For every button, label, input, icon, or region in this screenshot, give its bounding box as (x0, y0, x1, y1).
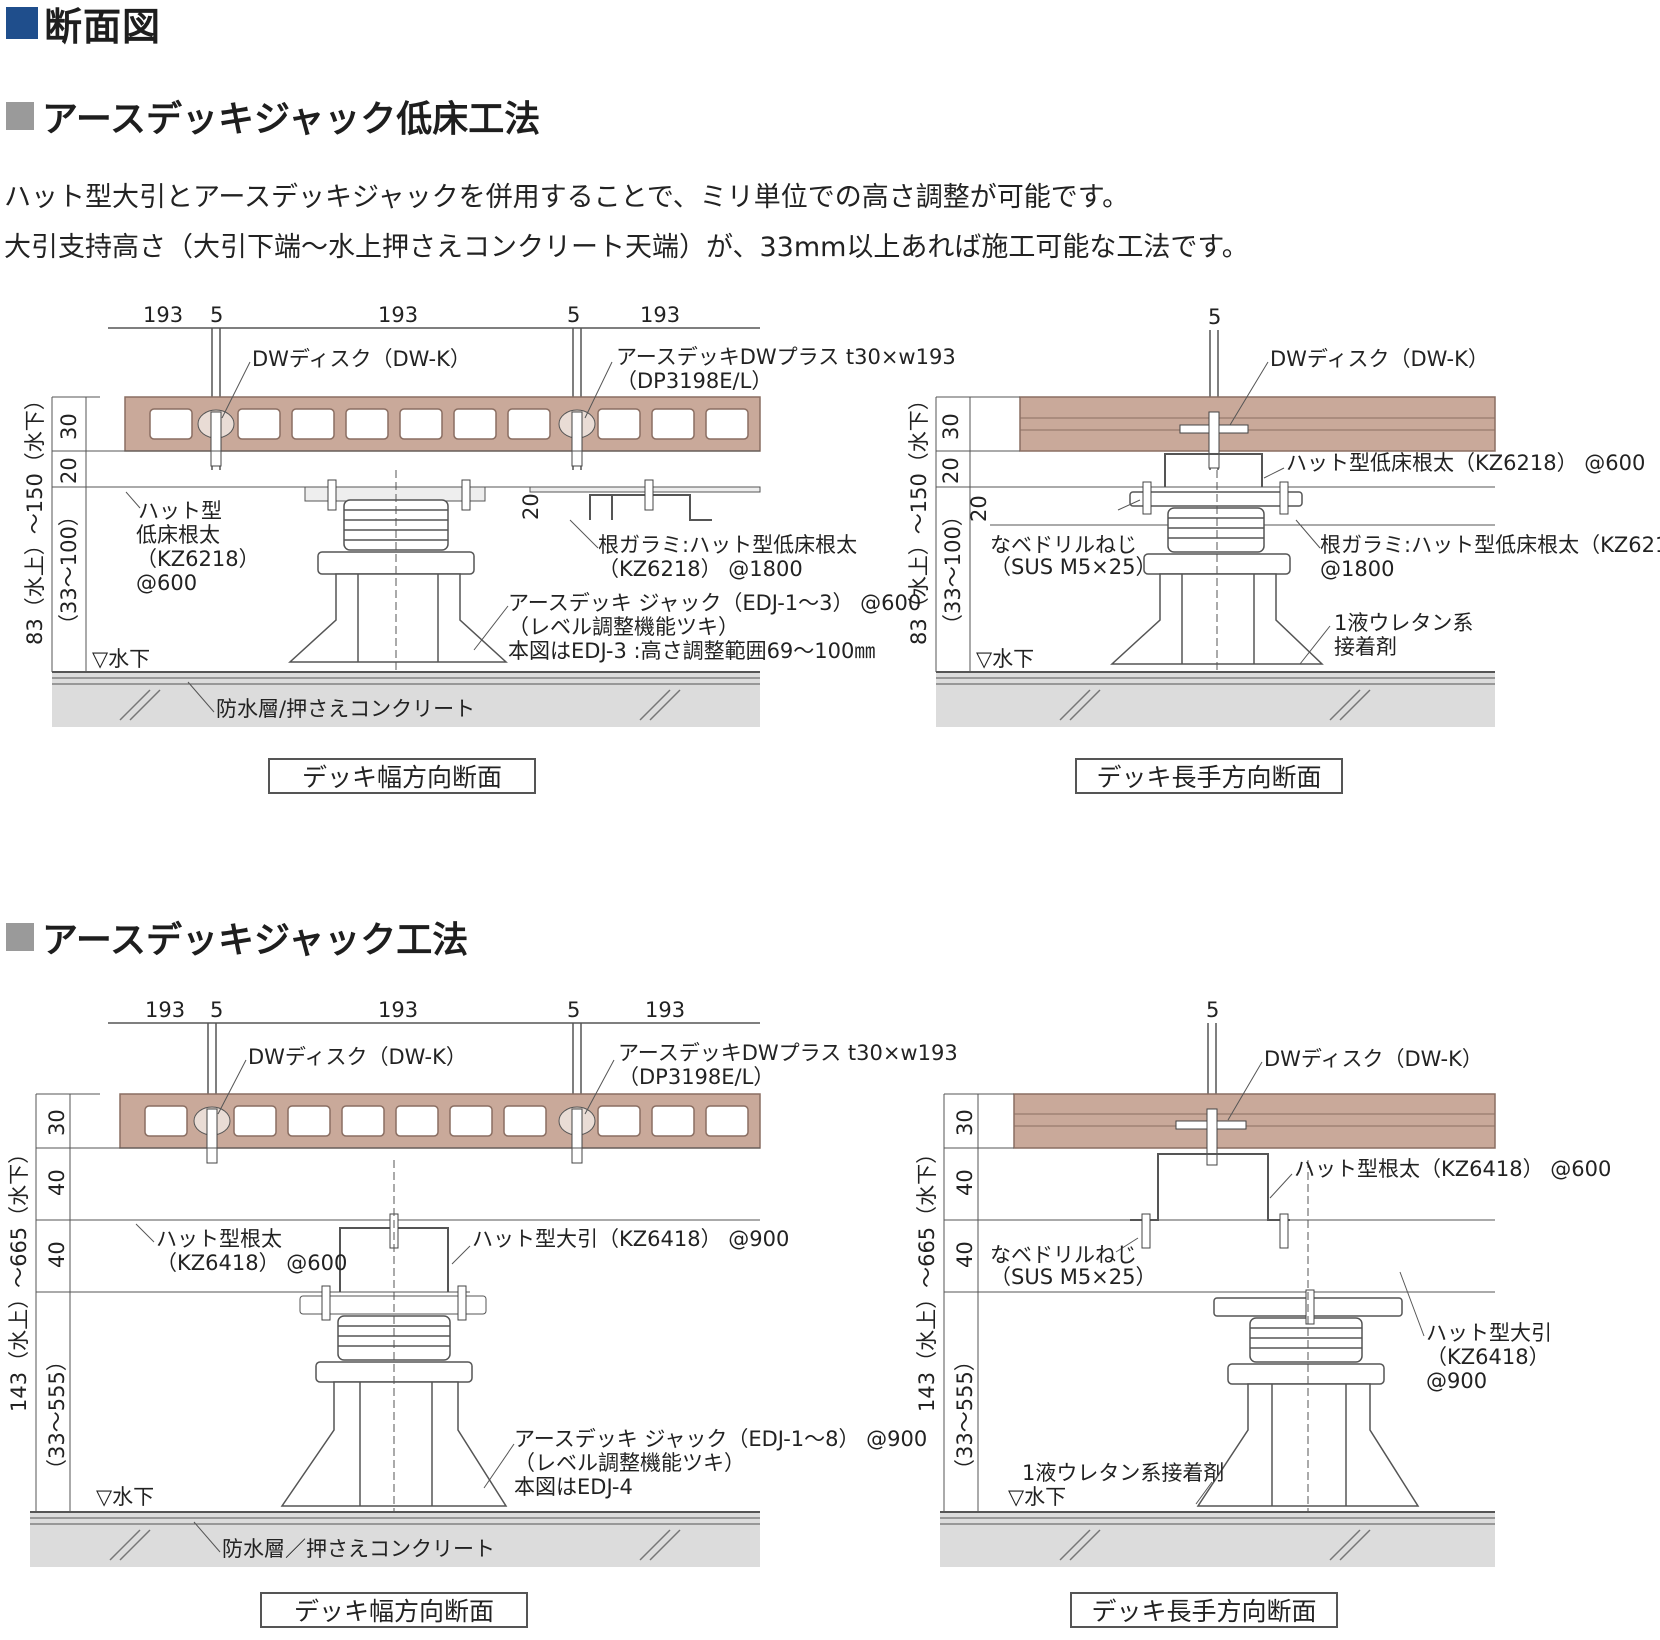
water-level: ▽水下 (96, 1485, 154, 1509)
label-adhesive: 1液ウレタン系接着剤 (1022, 1461, 1224, 1485)
vdim-label: 30 (939, 413, 963, 440)
vdim-label: 30 (953, 1109, 977, 1136)
label-base: 防水層/押さえコンクリート (216, 697, 475, 721)
label-board: （DP3198E/L） (616, 369, 772, 393)
label-joist: ハット型根太（KZ6418） @600 (1294, 1157, 1611, 1181)
label-jack: 本図はEDJ-4 (514, 1475, 633, 1499)
label-disc: DWディスク（DW-K） (252, 347, 471, 371)
label-disc: DWディスク（DW-K） (1270, 347, 1489, 371)
label-joist: ハット型 (138, 499, 222, 523)
label-screw: （SUS M5×25） (990, 1265, 1157, 1289)
description-line-1: ハット型大引とアースデッキジャックを併用することで、ミリ単位での高さ調整が可能で… (4, 182, 1130, 213)
label-jack: アースデッキ ジャック（EDJ-1〜3） @600 (508, 591, 921, 615)
water-level: ▽水下 (1008, 1485, 1066, 1509)
label-jack: 本図はEDJ-3 :高さ調整範囲69〜100㎜ (508, 639, 875, 663)
height-range: （33〜555） (953, 1350, 977, 1480)
page-title: 断面図 (6, 0, 161, 49)
height-label: 83（水上）〜150（水下） (23, 389, 47, 645)
height-range: （33〜100） (57, 505, 81, 635)
label-brace: 根ガラミ:ハット型低床根太（KZ6218） (1320, 533, 1660, 557)
label-brace: @1800 (1320, 557, 1394, 581)
section-description: ハット型大引とアースデッキジャックを併用することで、ミリ単位での高さ調整が可能で… (4, 173, 1249, 273)
vdim-label: 20 (967, 495, 991, 522)
section-title-low-floor: アースデッキジャック低床工法 (6, 94, 540, 140)
page-title-text: 断面図 (44, 4, 162, 49)
section-title-text: アースデッキジャック工法 (42, 920, 469, 961)
dim-label: 5 (210, 303, 223, 327)
dim-label: 5 (567, 998, 580, 1022)
vdim-label: 20 (939, 457, 963, 484)
label-screw: （SUS M5×25） (990, 555, 1157, 579)
water-level: ▽水下 (976, 647, 1034, 671)
vdim-label: 20 (57, 457, 81, 484)
dim-label: 193 (645, 998, 685, 1022)
label-beam: ハット型大引（KZ6418） @900 (472, 1227, 789, 1251)
diagram-standard-length: 5 30 40 40 143（水上）〜665（水下） （33〜555） (915, 998, 1611, 1567)
caption-width-section-2: デッキ幅方向断面 (260, 1592, 528, 1628)
diagram-low-floor-width: 193 5 193 5 193 (23, 303, 956, 727)
label-beam: @900 (1426, 1369, 1487, 1393)
dim-label: 193 (145, 998, 185, 1022)
label-board: （DP3198E/L） (618, 1065, 774, 1089)
dim-label: 193 (378, 998, 418, 1022)
height-label: 143（水上）〜665（水下） (915, 1143, 939, 1412)
vdim-label: 30 (57, 413, 81, 440)
dim-label: 5 (567, 303, 580, 327)
dim-label: 5 (1206, 998, 1219, 1022)
water-level: ▽水下 (92, 647, 150, 671)
label-board: アースデッキDWプラス t30×w193 (616, 345, 956, 369)
label-jack: アースデッキ ジャック（EDJ-1〜8） @900 (514, 1427, 927, 1451)
label-joist: 低床根太 (136, 523, 220, 547)
section-square-icon (6, 923, 34, 951)
label-jack: （レベル調整機能ツキ） (514, 1451, 745, 1475)
height-label: 143（水上）〜665（水下） (7, 1143, 31, 1412)
label-disc: DWディスク（DW-K） (1264, 1047, 1483, 1071)
height-label: 83（水上）〜150（水下） (907, 389, 931, 645)
dim-label: 193 (143, 303, 183, 327)
label-screw: なベドリルねじ (990, 533, 1137, 557)
height-range: （33〜100） (941, 505, 965, 635)
diagram-low-floor-length: 5 30 20 20 83（水上）〜150（水下） （33〜100） (907, 305, 1660, 727)
vdim-label: 20 (519, 493, 543, 520)
vdim-label: 40 (953, 1241, 977, 1268)
label-brace: （KZ6218） @1800 (598, 557, 803, 581)
label-joist: （KZ6218） (136, 547, 260, 571)
vdim-label: 40 (953, 1169, 977, 1196)
dim-label: 193 (378, 303, 418, 327)
dim-label: 193 (640, 303, 680, 327)
caption-length-section-1: デッキ長手方向断面 (1075, 758, 1343, 794)
label-board: アースデッキDWプラス t30×w193 (618, 1041, 958, 1065)
caption-width-section-1: デッキ幅方向断面 (268, 758, 536, 794)
label-joist: ハット型低床根太（KZ6218） @600 (1286, 451, 1645, 475)
diagram-standard-width: 193 5 193 5 193 (7, 998, 958, 1567)
height-range: （33〜555） (45, 1350, 69, 1480)
label-beam: ハット型大引 (1426, 1321, 1552, 1345)
label-base: 防水層／押さえコンクリート (222, 1537, 495, 1561)
vdim-label: 40 (45, 1241, 69, 1268)
section-square-icon (6, 102, 34, 130)
label-brace: 根ガラミ:ハット型低床根太 (598, 533, 857, 557)
label-joist: @600 (136, 571, 197, 595)
title-square-icon (6, 7, 38, 39)
label-disc: DWディスク（DW-K） (248, 1045, 467, 1069)
dim-label: 5 (210, 998, 223, 1022)
dim-label: 5 (1208, 305, 1221, 329)
label-screw: なベドリルねじ (990, 1243, 1137, 1267)
label-jack: （レベル調整機能ツキ） (508, 615, 739, 639)
label-joist: （KZ6418） @600 (156, 1251, 347, 1275)
section-title-text: アースデッキジャック低床工法 (42, 99, 541, 140)
vdim-label: 40 (45, 1169, 69, 1196)
vdim-label: 30 (45, 1109, 69, 1136)
label-adhesive: 接着剤 (1334, 635, 1397, 659)
label-joist: ハット型根太 (156, 1227, 282, 1251)
section-title-standard: アースデッキジャック工法 (6, 915, 468, 961)
label-beam: （KZ6418） (1426, 1345, 1550, 1369)
description-line-2: 大引支持高さ（大引下端〜水上押さえコンクリート天端）が、33mm以上あれば施工可… (4, 232, 1249, 263)
caption-length-section-2: デッキ長手方向断面 (1070, 1592, 1338, 1628)
label-adhesive: 1液ウレタン系 (1334, 611, 1473, 635)
